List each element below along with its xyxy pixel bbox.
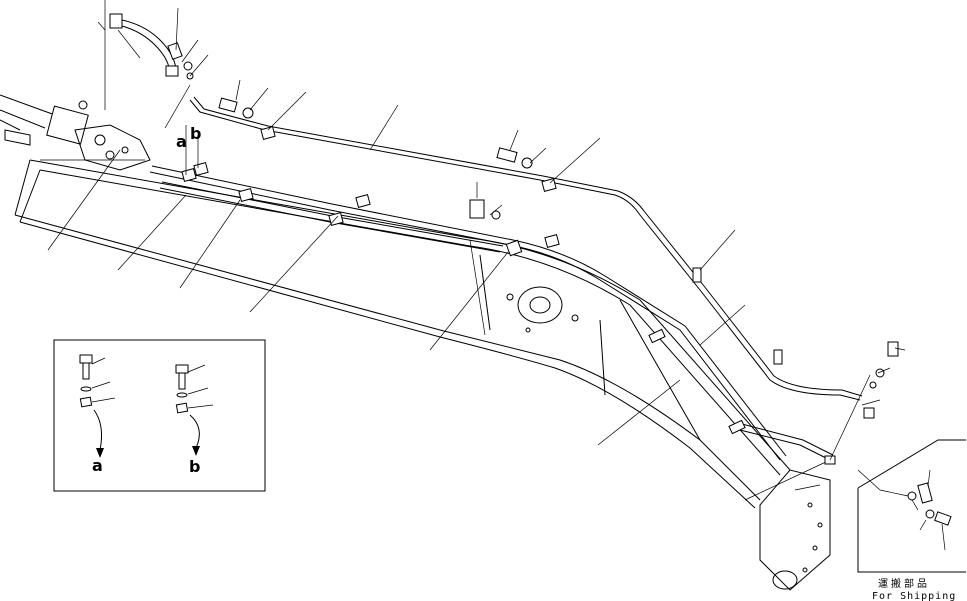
label-a-main: a (176, 132, 187, 151)
boom-foot-bracket (0, 94, 151, 171)
shipping-label-english: For Shipping (872, 591, 956, 601)
label-a-inset: a (92, 456, 103, 475)
label-b-inset: b (189, 457, 200, 476)
detail-inset (53, 339, 266, 492)
shipping-label-japanese: 運搬部品 (878, 577, 930, 590)
leader-lines (47, 0, 906, 461)
shipping-box (857, 439, 966, 573)
bolts (78, 42, 899, 389)
hydraulic-pipes (109, 13, 863, 461)
label-b-main: b (190, 124, 201, 143)
boom-body (14, 159, 831, 591)
clamps (181, 126, 875, 465)
